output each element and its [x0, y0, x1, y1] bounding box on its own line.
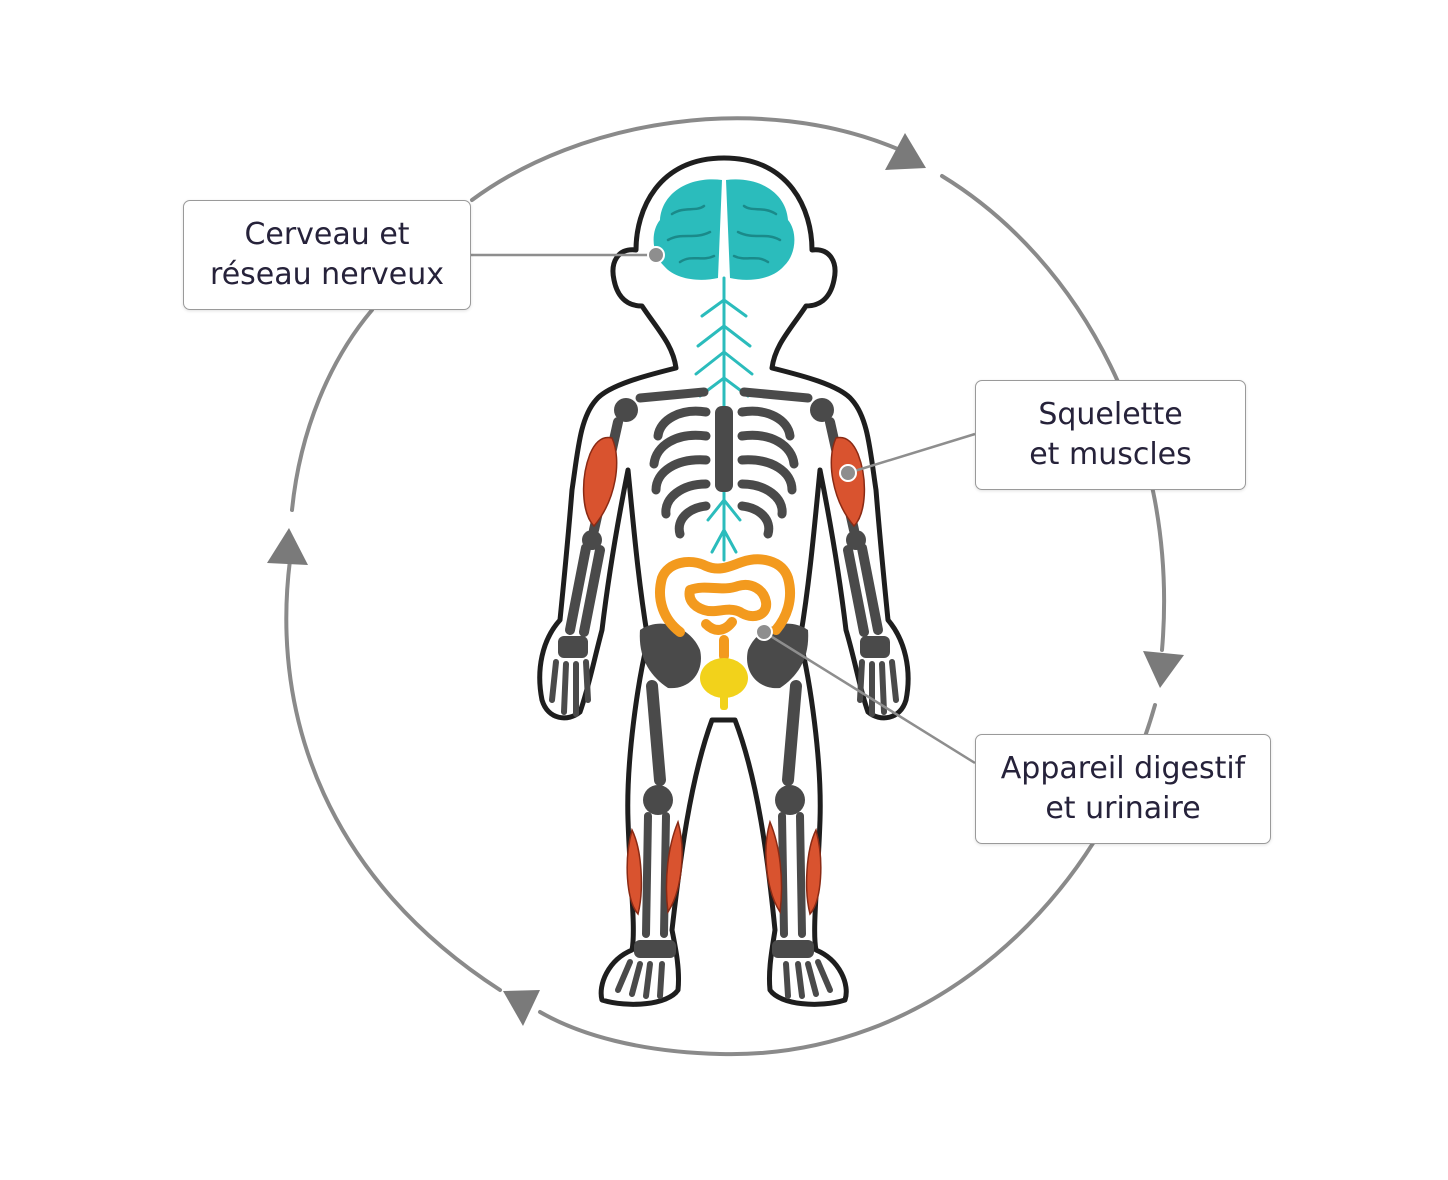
cycle-arc-right	[940, 174, 1167, 652]
label-skeleton-line1: Squelette	[1038, 397, 1183, 432]
label-brain-nervous-system: Cerveau et réseau nerveux	[183, 200, 471, 310]
brain-icon	[653, 179, 795, 280]
ribcage-icon	[649, 406, 799, 539]
sternum	[715, 406, 733, 492]
arrow-bottom-icon	[503, 990, 540, 1026]
cycle-arc-top	[470, 116, 902, 202]
label-digestive-urinary: Appareil digestif et urinaire	[975, 734, 1271, 844]
cycle-arc-left	[284, 558, 502, 992]
bladder-icon	[700, 658, 748, 710]
pointer-dot-digestive	[755, 623, 773, 641]
pointer-dot-brain	[647, 246, 665, 264]
cycle-arrows	[267, 133, 1184, 1026]
cycle-arc-left-upper	[290, 308, 374, 512]
label-skeleton-line2: et muscles	[1029, 437, 1192, 472]
arrow-left-icon	[267, 528, 308, 565]
arrow-right-icon	[1143, 651, 1184, 688]
label-digestive-line2: et urinaire	[1045, 791, 1201, 826]
spine-icon	[694, 276, 754, 562]
pointer-skeleton	[847, 432, 976, 475]
arrow-top-icon	[885, 133, 926, 170]
label-brain-line1: Cerveau et	[244, 217, 410, 252]
label-skeleton-muscles: Squelette et muscles	[975, 380, 1246, 490]
child-body-icon	[537, 155, 911, 1007]
label-digestive-line1: Appareil digestif	[1000, 751, 1246, 786]
pointers	[471, 253, 976, 765]
pointer-dot-skeleton	[839, 464, 857, 482]
pointer-digestive	[763, 630, 976, 765]
label-brain-line2: réseau nerveux	[210, 257, 444, 292]
intestine-icon	[655, 554, 796, 661]
body-silhouette	[537, 155, 911, 1007]
